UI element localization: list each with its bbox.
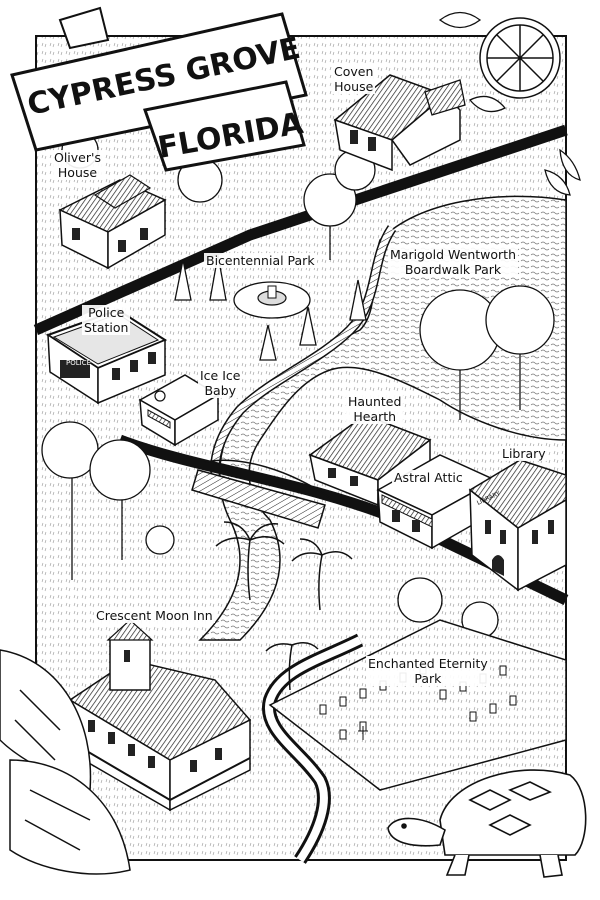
crescent-moon-inn-building [67,619,252,812]
police-station-building [45,308,168,405]
library-building [468,459,567,592]
police-sign: POLICE [66,359,91,367]
label-library: Library [500,446,548,461]
tortoise [387,769,587,878]
monstera-leaves [0,649,131,875]
label-astral-attic: Astral Attic [392,470,465,485]
trees [41,131,555,639]
fountain [233,281,311,319]
label-crescent-moon-inn: Crescent Moon Inn [94,608,215,623]
road-middle [118,434,569,605]
bridge [191,459,331,529]
palm-trees [215,521,353,691]
road-north [33,124,568,336]
title-banner: CYPRESS GROVE FLORIDA [10,6,308,172]
orange-slice [479,17,561,99]
road-south [264,636,362,863]
label-bicentennial-park: Bicentennial Park [204,253,317,268]
olivers-house-building [58,174,167,270]
astral-attic-building [376,454,497,550]
coven-house-building [333,74,466,172]
boardwalk [211,226,395,492]
leaves [438,11,581,196]
